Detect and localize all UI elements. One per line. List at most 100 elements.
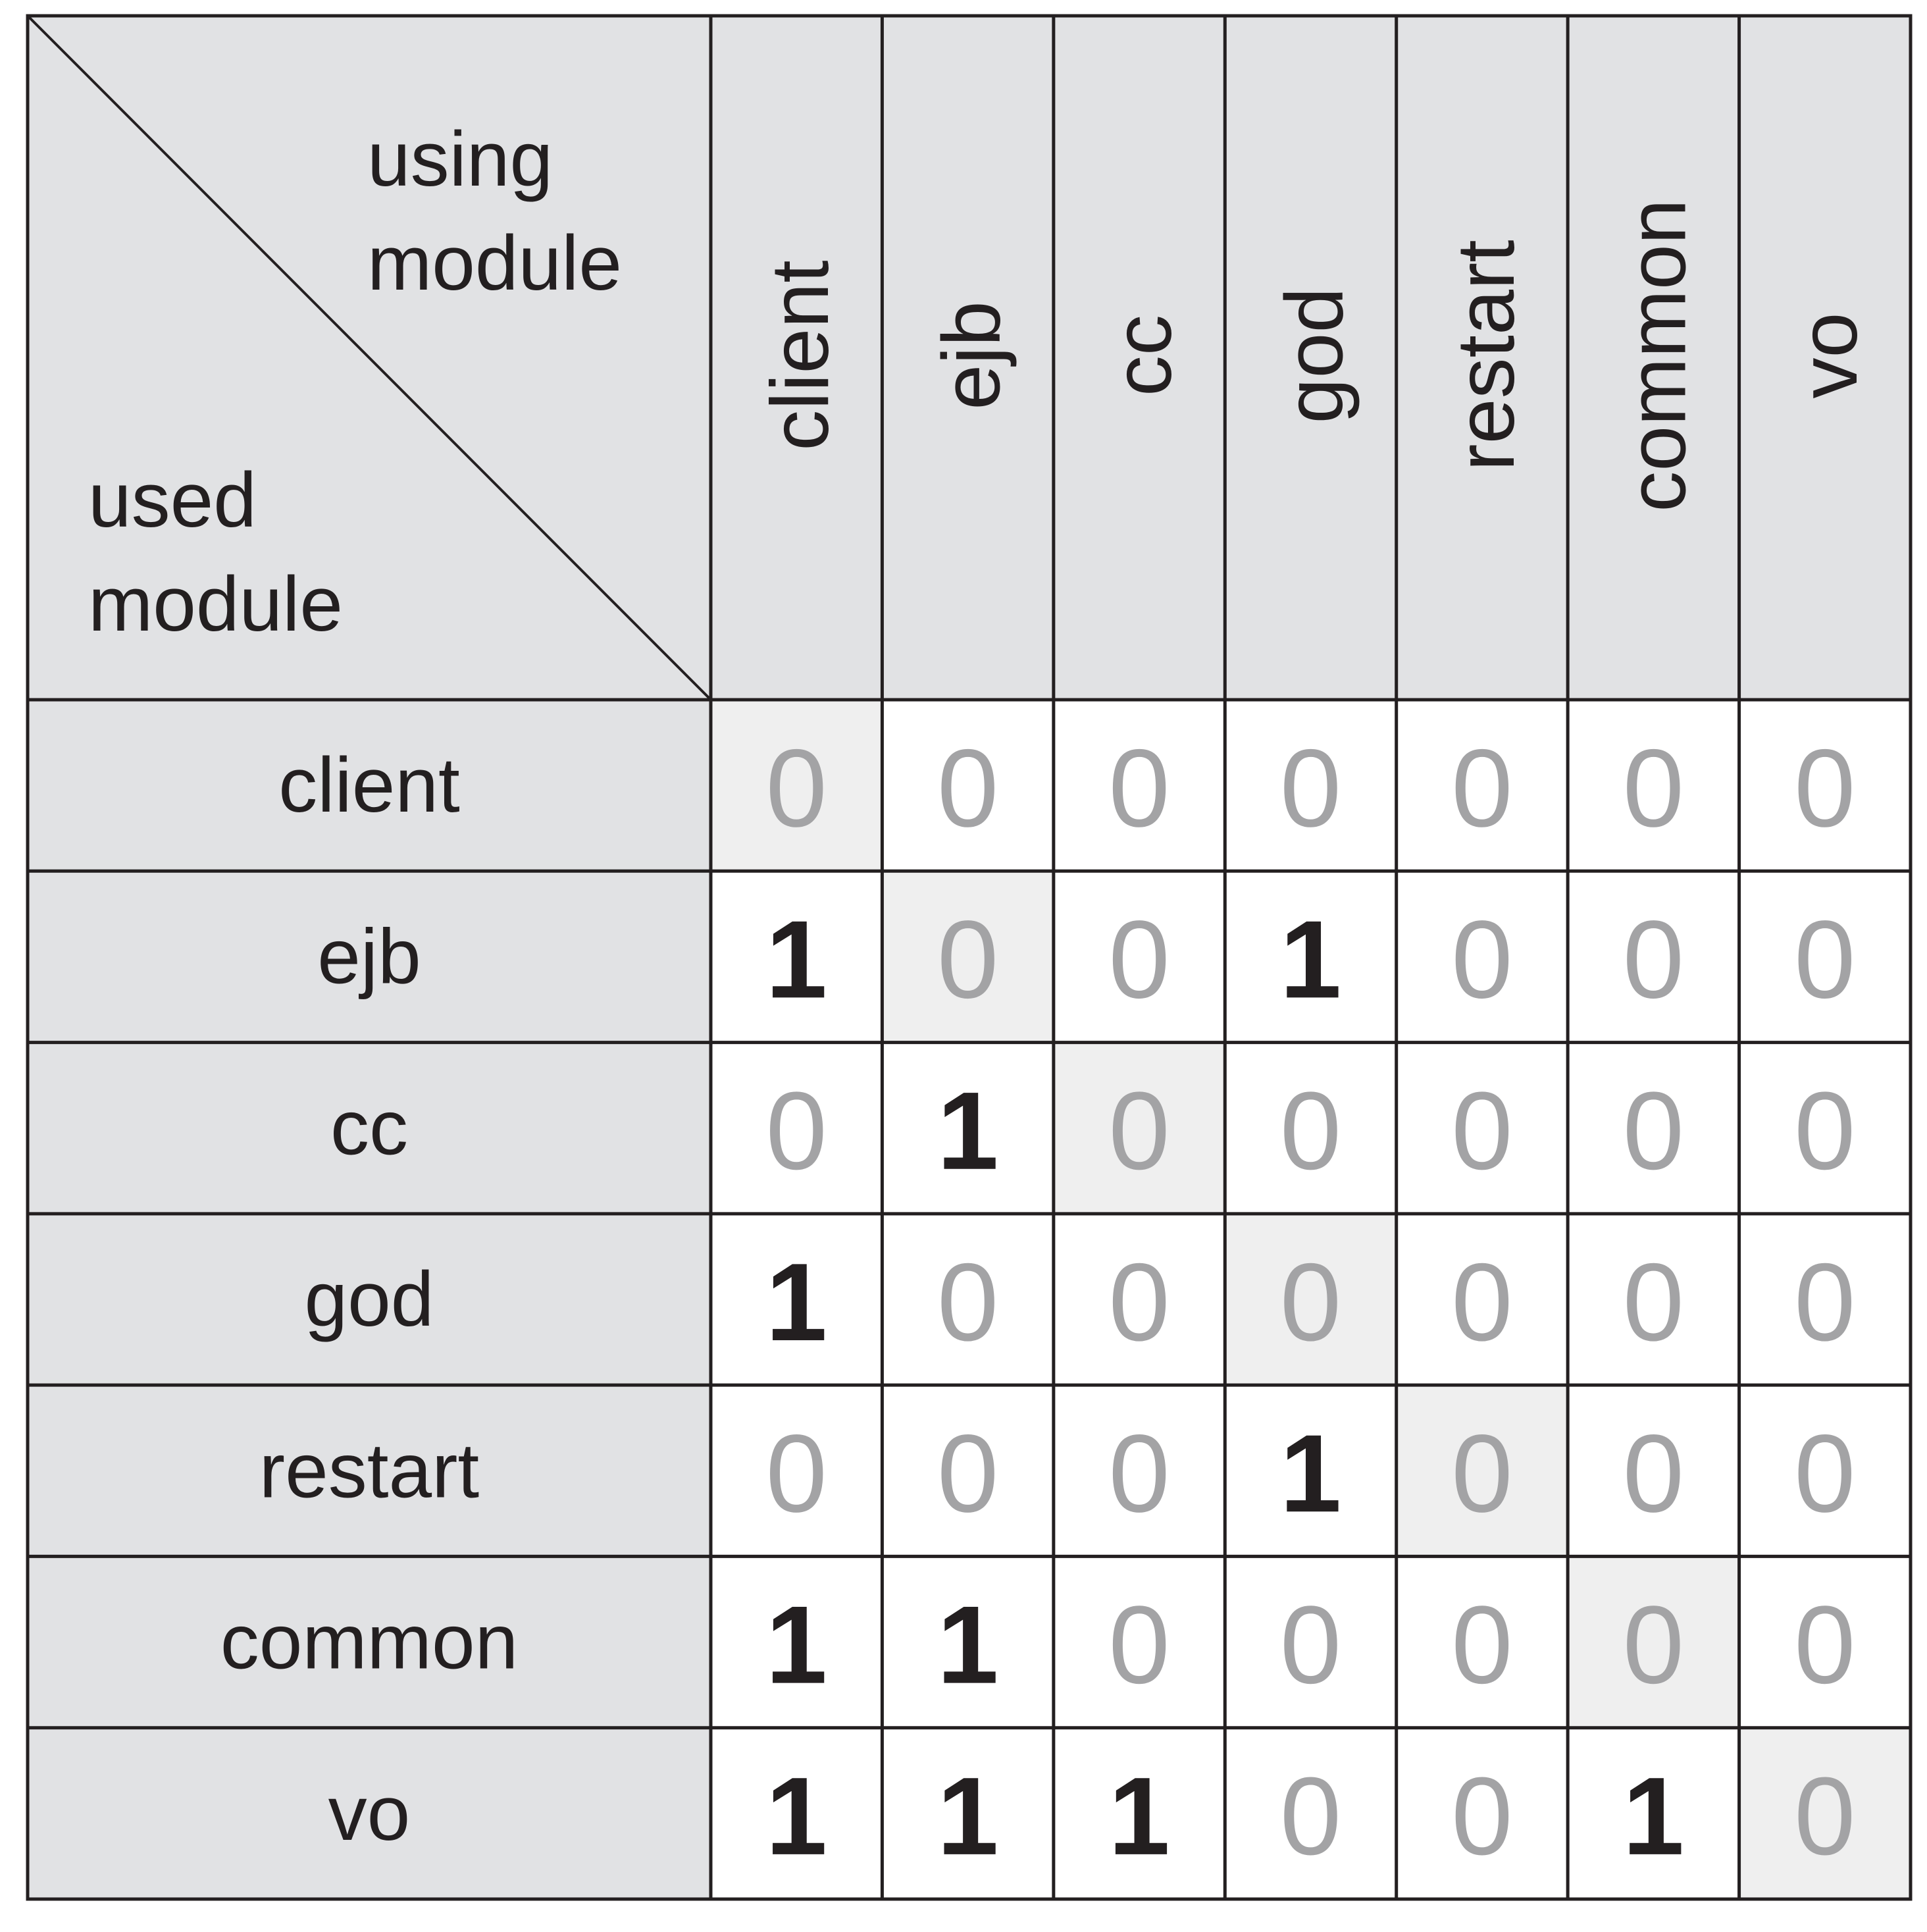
cell-background	[1568, 1213, 1739, 1386]
corner-using-line2: module	[367, 220, 622, 307]
column-label-vo: vo	[1784, 313, 1874, 399]
cell-value-client-client: 0	[765, 726, 827, 850]
cell-background	[711, 1556, 883, 1728]
cell-background	[1225, 871, 1397, 1043]
cell-value-client-cc: 0	[1108, 726, 1169, 850]
cell-background	[1053, 1727, 1225, 1899]
cell-background	[1568, 1042, 1739, 1214]
cell-background	[1225, 1042, 1397, 1214]
diagonal-cell-background	[711, 700, 883, 872]
cell-background	[1568, 871, 1739, 1043]
cell-value-god-restart: 0	[1451, 1240, 1512, 1364]
cell-value-ejb-common: 0	[1623, 897, 1684, 1021]
row-label-client: client	[278, 742, 459, 829]
diagonal-cell-background	[882, 871, 1054, 1043]
diagonal-cell-background	[1225, 1213, 1397, 1386]
cell-value-restart-restart: 0	[1451, 1411, 1512, 1535]
cell-value-client-god: 0	[1280, 726, 1341, 850]
cell-value-common-vo: 0	[1794, 1583, 1855, 1707]
corner-used-line1: used	[88, 457, 257, 544]
corner-used-line2: module	[88, 561, 343, 648]
cell-value-common-common: 0	[1623, 1583, 1684, 1707]
diagonal-cell-background	[1053, 1042, 1225, 1214]
cell-background	[1568, 1385, 1739, 1557]
cell-background	[882, 1556, 1054, 1728]
corner-diagonal-line	[26, 14, 712, 701]
cell-background	[1739, 1042, 1911, 1214]
cell-background	[1396, 1042, 1568, 1214]
cell-background	[711, 1385, 883, 1557]
cell-value-restart-client: 0	[765, 1411, 827, 1535]
cell-value-vo-client: 1	[765, 1754, 827, 1878]
column-label-god: god	[1270, 288, 1360, 424]
row-label-vo: vo	[328, 1770, 411, 1857]
row-label-cc: cc	[330, 1085, 408, 1172]
cell-value-common-god: 0	[1280, 1583, 1341, 1707]
cell-value-vo-cc: 1	[1108, 1754, 1169, 1878]
column-label-restart: restart	[1441, 240, 1531, 471]
cell-value-god-vo: 0	[1794, 1240, 1855, 1364]
cell-background	[1739, 1213, 1911, 1386]
cell-background	[1053, 1213, 1225, 1386]
cell-value-ejb-client: 1	[765, 897, 827, 1021]
cell-background	[1053, 1556, 1225, 1728]
cell-background	[882, 700, 1054, 872]
corner-using-line1: using	[367, 116, 553, 203]
cell-background	[1225, 1727, 1397, 1899]
cell-value-client-restart: 0	[1451, 726, 1512, 850]
cell-value-common-client: 1	[765, 1583, 827, 1707]
cell-background	[882, 1213, 1054, 1386]
grid-lines	[26, 14, 1913, 1901]
cell-value-vo-common: 1	[1623, 1754, 1684, 1878]
cell-value-client-common: 0	[1623, 726, 1684, 850]
cell-value-common-restart: 0	[1451, 1583, 1512, 1707]
cell-background	[882, 1727, 1054, 1899]
cell-background	[1396, 871, 1568, 1043]
cell-background	[711, 1042, 883, 1214]
cell-background	[1053, 1385, 1225, 1557]
cell-background	[882, 1042, 1054, 1214]
cell-value-ejb-ejb: 0	[937, 897, 998, 1021]
cell-value-restart-god: 1	[1280, 1411, 1341, 1535]
cell-value-restart-vo: 0	[1794, 1411, 1855, 1535]
diagonal-cell-background	[1396, 1385, 1568, 1557]
row-label-common: common	[220, 1599, 518, 1686]
cell-background	[1396, 1213, 1568, 1386]
cell-value-common-cc: 0	[1108, 1583, 1169, 1707]
column-header-background	[711, 16, 1911, 700]
cell-value-cc-vo: 0	[1794, 1069, 1855, 1193]
cell-value-cc-god: 0	[1280, 1069, 1341, 1193]
column-label-ejb: ejb	[927, 301, 1017, 409]
cell-value-restart-cc: 0	[1108, 1411, 1169, 1535]
column-label-common: common	[1612, 199, 1703, 511]
cell-background	[1053, 871, 1225, 1043]
diagonal-cell-background	[1739, 1727, 1911, 1899]
row-label-ejb: ejb	[317, 913, 421, 1000]
cell-background	[711, 1213, 883, 1386]
cell-value-ejb-cc: 0	[1108, 897, 1169, 1021]
cell-value-ejb-vo: 0	[1794, 897, 1855, 1021]
diagonal-cell-background	[1568, 1556, 1739, 1728]
cell-value-restart-common: 0	[1623, 1411, 1684, 1535]
cell-background	[1739, 1385, 1911, 1557]
cell-value-god-god: 0	[1280, 1240, 1341, 1364]
cell-value-vo-god: 0	[1280, 1754, 1341, 1878]
cell-background	[1053, 700, 1225, 872]
cell-value-client-ejb: 0	[937, 726, 998, 850]
cell-value-ejb-god: 1	[1280, 897, 1341, 1021]
cell-background	[1739, 700, 1911, 872]
cell-value-restart-ejb: 0	[937, 1411, 998, 1535]
cell-value-god-client: 1	[765, 1240, 827, 1364]
cell-value-cc-restart: 0	[1451, 1069, 1512, 1193]
cell-background	[1568, 1727, 1739, 1899]
cell-value-common-ejb: 1	[937, 1583, 998, 1707]
cell-value-vo-ejb: 1	[937, 1754, 998, 1878]
cell-value-ejb-restart: 0	[1451, 897, 1512, 1021]
cell-backgrounds	[28, 16, 1911, 1899]
cell-background	[1568, 700, 1739, 872]
cell-background	[711, 871, 883, 1043]
cell-value-god-common: 0	[1623, 1240, 1684, 1364]
